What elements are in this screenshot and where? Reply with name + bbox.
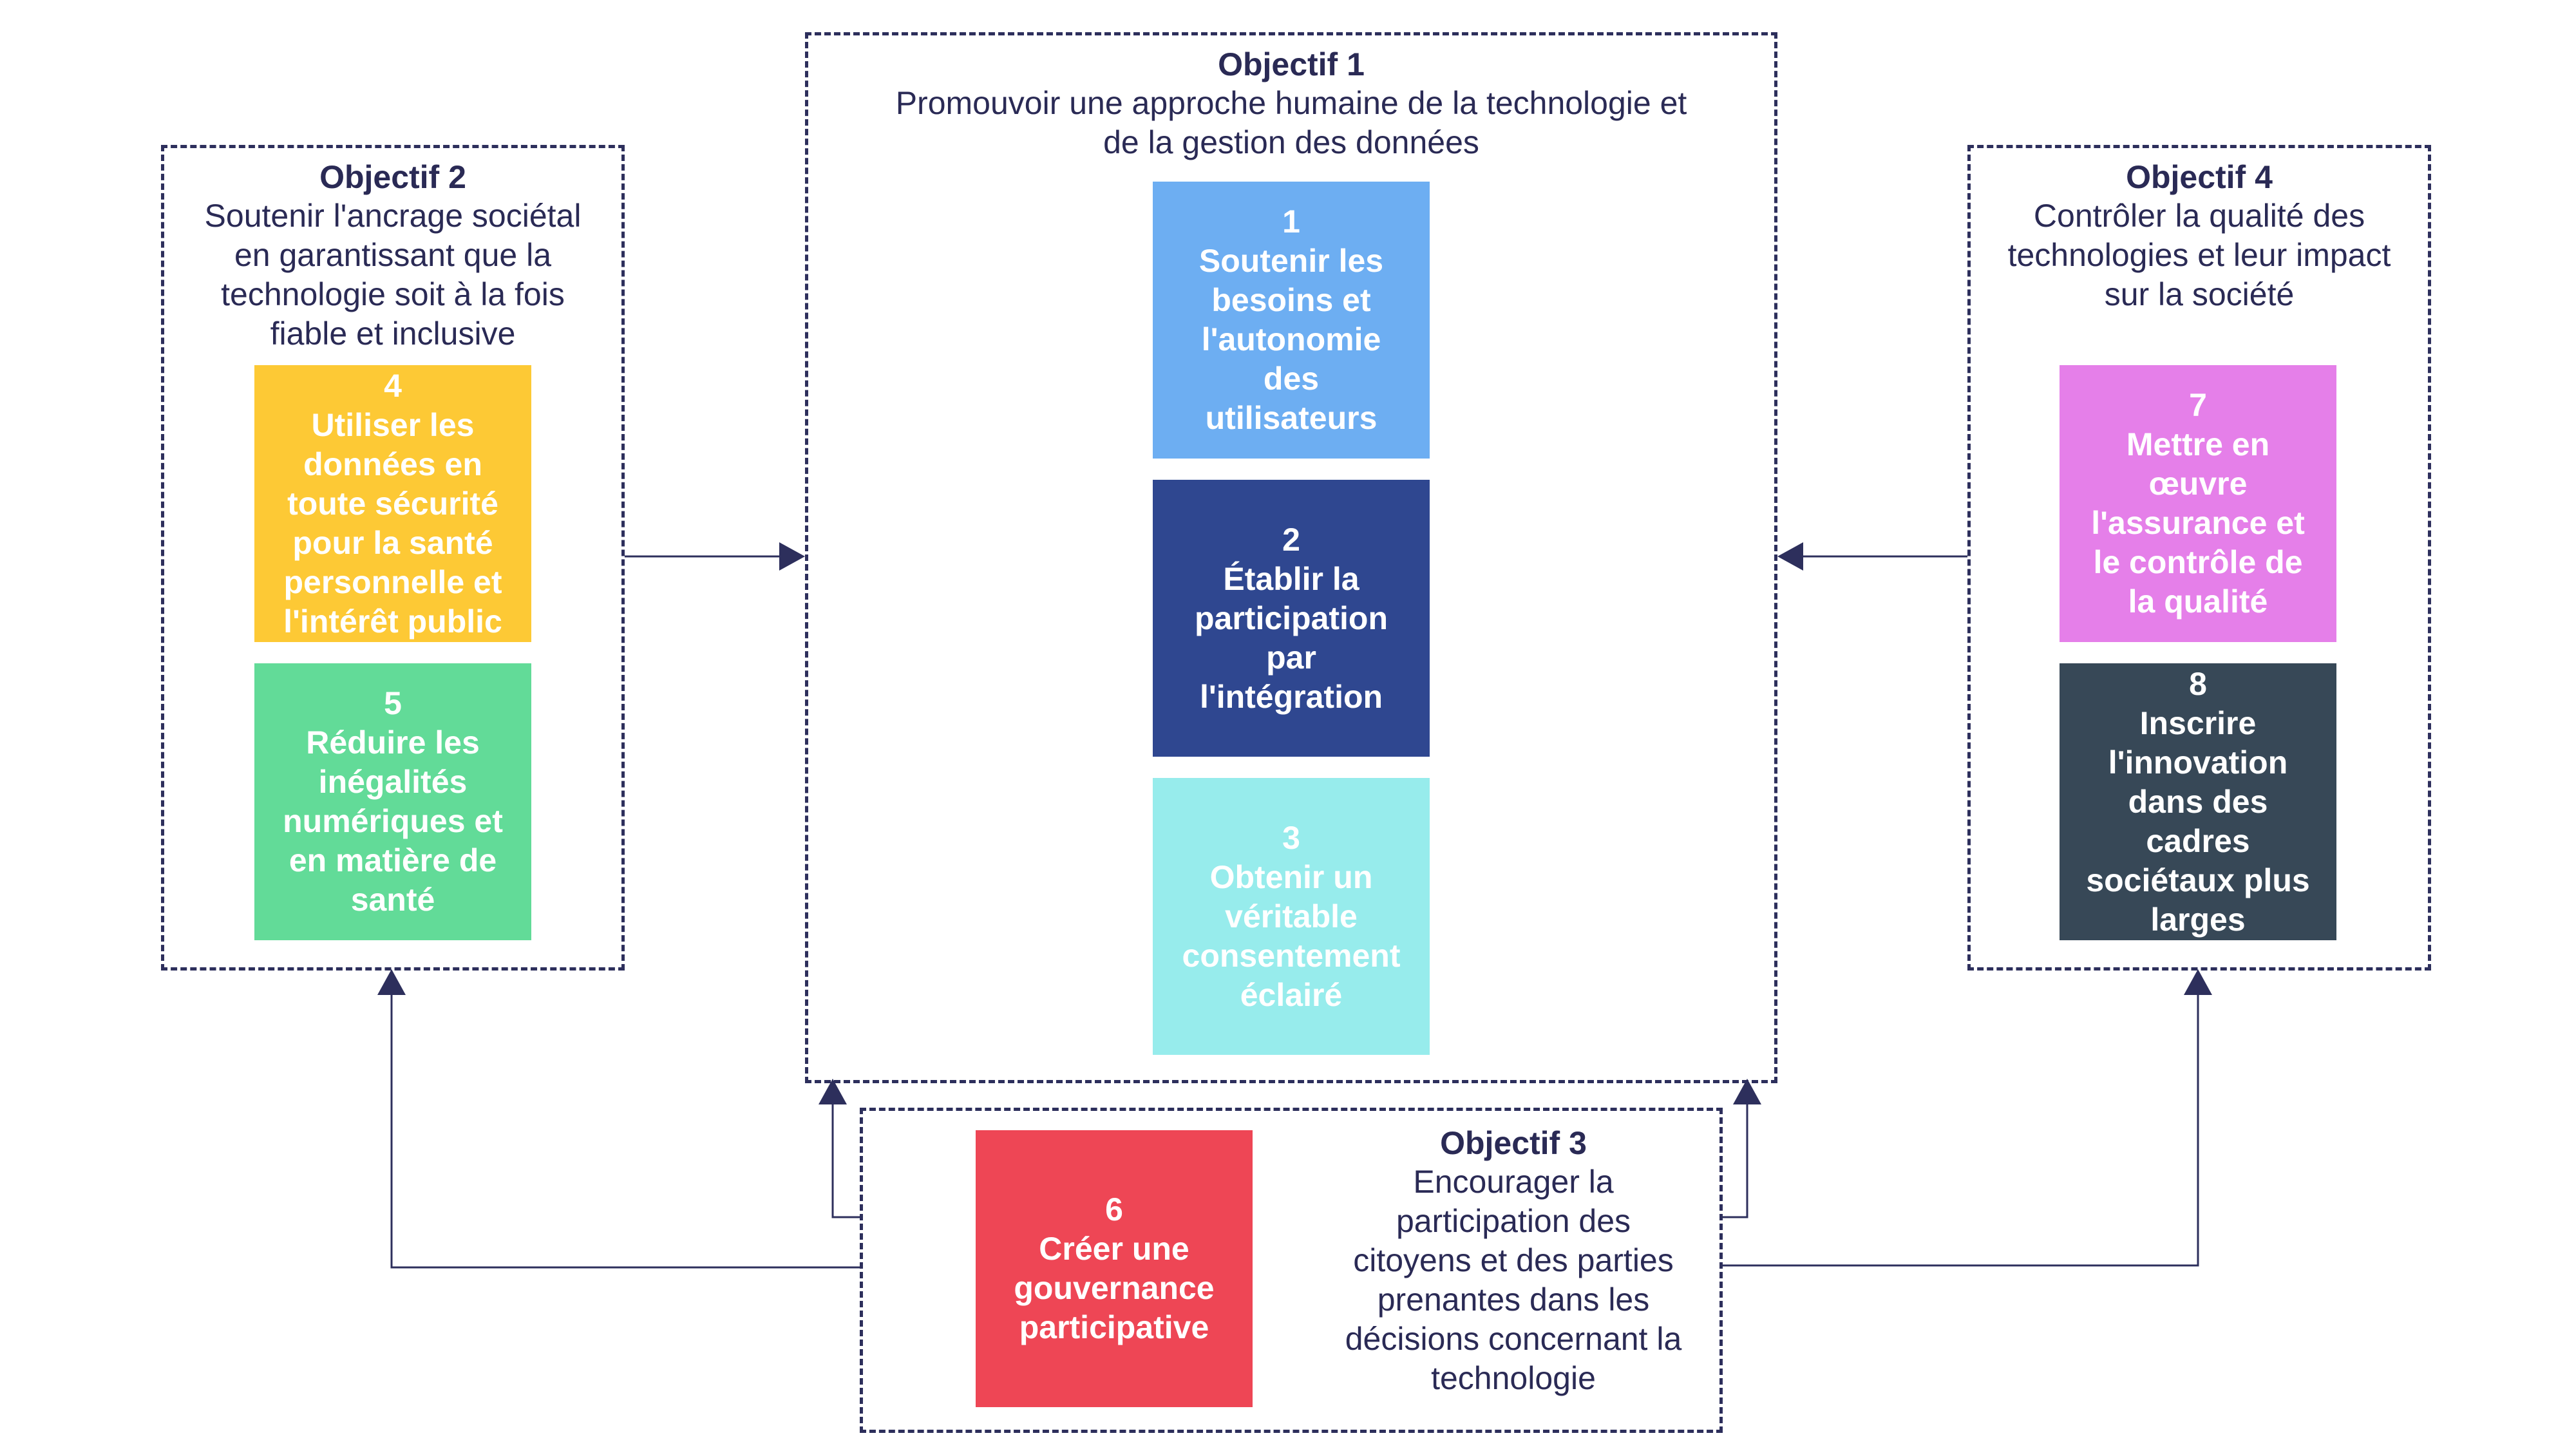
action-number-5: 5: [384, 685, 402, 721]
action-number-2: 2: [1282, 521, 1300, 558]
action-number-7: 7: [2189, 387, 2207, 423]
action-number-6: 6: [1105, 1191, 1123, 1227]
arrowhead-obj1-bottom-right: [1733, 1079, 1761, 1104]
action-number-1: 1: [1282, 204, 1300, 240]
objective-2-header: Objectif 2 Soutenir l'ancrage sociétal e…: [164, 158, 621, 354]
objective-1-title: Objectif 1: [1218, 46, 1365, 82]
objective-2-title: Objectif 2: [319, 159, 466, 195]
arrow-obj3-to-obj2: [390, 982, 860, 1269]
objective-2-group: Objectif 2 Soutenir l'ancrage sociétal e…: [161, 145, 625, 971]
action-label-7: Mettre en œuvre l'assurance et le contrô…: [2091, 426, 2305, 620]
action-label-4: Utiliser les données en toute sécurité p…: [283, 406, 502, 639]
action-label-5: Réduire les inégalités numériques et en …: [283, 724, 503, 918]
arrowhead-obj4-bottom: [2184, 969, 2212, 995]
objective-2-description: Soutenir l'ancrage sociétal en garantiss…: [204, 198, 582, 352]
objective-3-group: Objectif 3 Encourager la participation d…: [860, 1108, 1723, 1433]
arrow-obj3-to-obj4: [1719, 982, 2199, 1267]
action-number-3: 3: [1282, 819, 1300, 856]
objective-3-description: Encourager la participation des citoyens…: [1345, 1164, 1682, 1396]
arrow-obj3-to-obj1-left: [831, 1095, 860, 1218]
objective-1-group: Objectif 1 Promouvoir une approche humai…: [805, 32, 1777, 1083]
objective-1-description: Promouvoir une approche humaine de la te…: [895, 85, 1687, 160]
arrowhead-obj1-bottom-left: [819, 1079, 847, 1104]
action-label-2: Établir la participation par l'intégrati…: [1194, 560, 1388, 715]
action-label-1: Soutenir les besoins et l'autonomie des …: [1198, 243, 1384, 436]
action-number-4: 4: [384, 367, 402, 404]
arrow-obj3-to-obj1-right: [1719, 1095, 1748, 1218]
arrowhead-obj1-right: [1777, 542, 1803, 571]
objective-4-title: Objectif 4: [2126, 159, 2273, 195]
objective-4-header: Objectif 4 Contrôler la qualité des tech…: [1971, 158, 2428, 314]
action-number-8: 8: [2189, 665, 2207, 702]
objective-3-header: Objectif 3 Encourager la participation d…: [1314, 1124, 1713, 1398]
objective-4-group: Objectif 4 Contrôler la qualité des tech…: [1967, 145, 2431, 971]
objective-1-header: Objectif 1 Promouvoir une approche humai…: [808, 45, 1774, 162]
action-label-3: Obtenir un véritable consentement éclair…: [1182, 858, 1401, 1013]
arrowhead-obj1-left: [779, 542, 805, 571]
objective-4-description: Contrôler la qualité des technologies et…: [2007, 198, 2391, 312]
action-label-6: Créer une gouvernance participative: [1014, 1231, 1215, 1345]
action-label-8: Inscrire l'innovation dans des cadres so…: [2086, 705, 2310, 938]
arrowhead-obj2-bottom: [377, 969, 406, 995]
objective-3-title: Objectif 3: [1440, 1125, 1587, 1161]
